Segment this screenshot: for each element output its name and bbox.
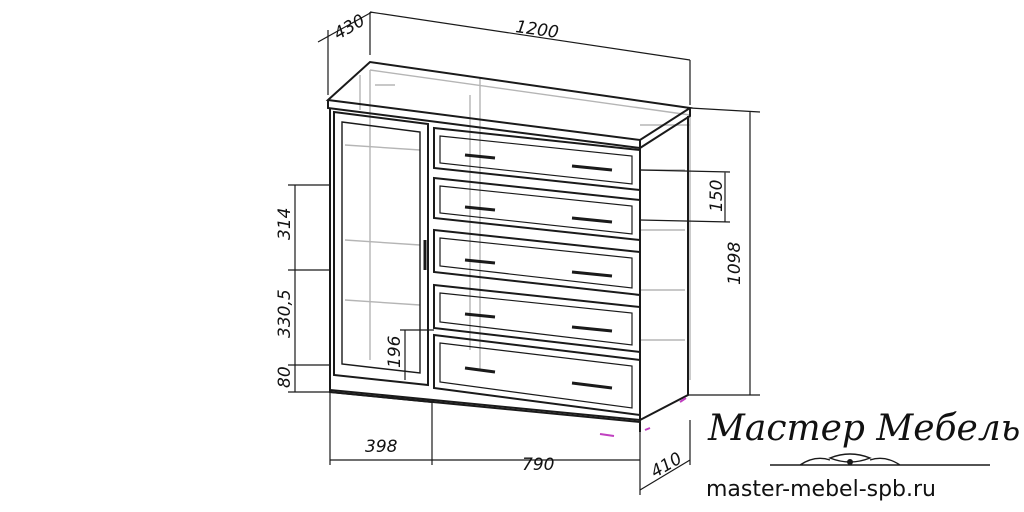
brand-name: Мастер Мебель [707, 408, 1020, 449]
dim-width: 1200 [514, 17, 560, 43]
dim-drawer-height: 150 [707, 180, 727, 212]
brand-flourish [770, 453, 990, 466]
dim-depth: 430 [331, 11, 369, 45]
dim-shelf-lower: 330,5 [275, 289, 295, 338]
feet [599, 397, 687, 437]
dim-drawer-width: 790 [522, 455, 554, 475]
brand-dot [847, 459, 853, 465]
brand-url[interactable]: master-mebel-spb.ru [706, 477, 936, 502]
dim-shelf-upper: 314 [275, 208, 295, 240]
dim-bottom-depth: 410 [648, 449, 686, 483]
drawers[interactable] [433, 126, 641, 417]
dimension-lines [288, 11, 761, 495]
door[interactable] [333, 110, 429, 387]
dim-door-inner: 196 [385, 335, 405, 368]
dim-height: 1098 [725, 242, 745, 285]
brand-logo: Мастер Мебель [707, 408, 1020, 466]
cabinet-body [329, 108, 689, 432]
dim-plinth: 80 [275, 366, 295, 388]
dim-door-width: 398 [365, 437, 398, 457]
